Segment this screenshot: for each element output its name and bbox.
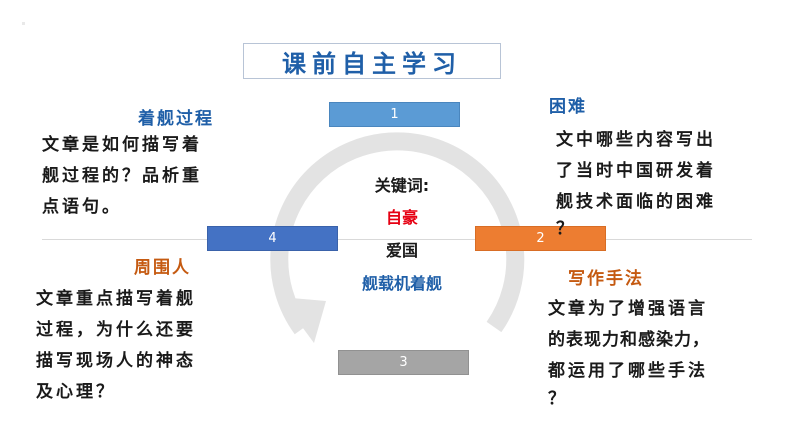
cycle-step-4: 4: [207, 226, 338, 251]
heading-writing-techniques: 写作手法: [568, 269, 644, 289]
horizontal-divider: [42, 239, 752, 240]
keywords-label: 关键词:: [374, 176, 430, 195]
ring-arrowhead: [280, 297, 326, 343]
cycle-step-3: 3: [338, 350, 469, 375]
text-line: 舰技术面临的困难: [556, 192, 716, 212]
text-line: 过程，为什么还要: [36, 320, 196, 340]
text-line: 文章为了增强语言: [548, 299, 708, 319]
text-line: 都运用了哪些手法: [548, 361, 708, 381]
text-writing-techniques: 文章为了增强语言 的表现力和感染力， 都运用了哪些手法 ？: [548, 294, 768, 411]
text-line: 文章重点描写着舰: [36, 289, 196, 309]
keyword-patriotism: 爱国: [385, 241, 418, 260]
heading-difficulties: 困难: [549, 97, 587, 117]
page-title: 课前自主学习: [243, 43, 501, 79]
text-line: 文章是如何描写着: [42, 135, 202, 155]
text-line: 文中哪些内容写出: [556, 130, 716, 150]
text-bystanders: 文章重点描写着舰 过程，为什么还要 描写现场人的神态 及心理？: [36, 284, 236, 408]
cycle-step-2: 2: [475, 226, 606, 251]
corner-mark: [22, 22, 25, 25]
keyword-pride: 自豪: [385, 208, 418, 227]
text-line: 点语句。: [42, 197, 122, 217]
text-line: ？: [556, 219, 576, 239]
heading-bystanders: 周围人: [134, 258, 191, 278]
text-line: 了当时中国研发着: [556, 161, 716, 181]
cycle-ring: [270, 132, 525, 343]
ring-arc: [270, 132, 525, 335]
heading-landing-process: 着舰过程: [138, 109, 214, 129]
cycle-step-1: 1: [329, 102, 460, 127]
text-landing-process: 文章是如何描写着 舰过程的？品析重 点语句。: [42, 130, 242, 223]
text-line: 及心理？: [36, 382, 116, 402]
text-line: 的表现力和感染力，: [548, 330, 710, 350]
text-line: ？: [548, 389, 568, 409]
text-line: 舰过程的？品析重: [42, 166, 202, 186]
keyword-carrier-landing: 舰载机着舰: [361, 274, 442, 293]
text-difficulties: 文中哪些内容写出 了当时中国研发着 舰技术面临的困难 ？: [556, 125, 756, 240]
text-line: 描写现场人的神态: [36, 351, 196, 371]
